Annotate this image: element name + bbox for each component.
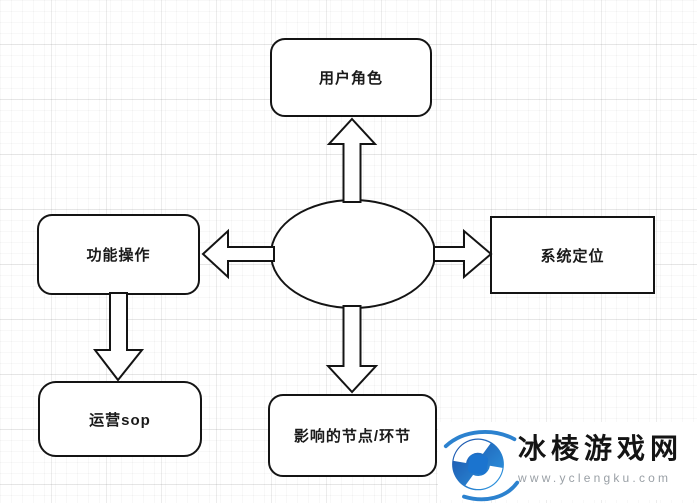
node-operation-sop-label: 运营sop <box>89 411 151 429</box>
watermark-text: 冰棱游戏网 www.yclengku.com <box>518 432 694 485</box>
site-url: www.yclengku.com <box>518 470 672 485</box>
node-user-role-label: 用户角色 <box>318 70 383 87</box>
node-system-positioning-label: 系统定位 <box>540 247 605 265</box>
site-logo-icon <box>443 428 520 502</box>
node-function-operation: 功能操作 <box>37 214 200 295</box>
node-operation-sop: 运营sop <box>38 381 202 457</box>
site-name: 冰棱游戏网 <box>518 433 684 464</box>
arrow-right-icon <box>433 228 493 280</box>
node-affected-nodes-label: 影响的节点/环节 <box>293 428 412 445</box>
node-user-role: 用户角色 <box>270 38 432 117</box>
arrow-sop-down-icon <box>92 292 145 382</box>
center-ellipse-node <box>270 199 436 309</box>
arrow-left-icon <box>201 228 275 280</box>
node-system-positioning: 系统定位 <box>490 216 655 294</box>
node-function-operation-label: 功能操作 <box>86 247 151 264</box>
arrow-down-icon <box>325 305 379 394</box>
node-affected-nodes: 影响的节点/环节 <box>268 394 437 477</box>
arrow-up-icon <box>326 117 378 203</box>
watermark: 冰棱游戏网 www.yclengku.com <box>438 422 697 502</box>
